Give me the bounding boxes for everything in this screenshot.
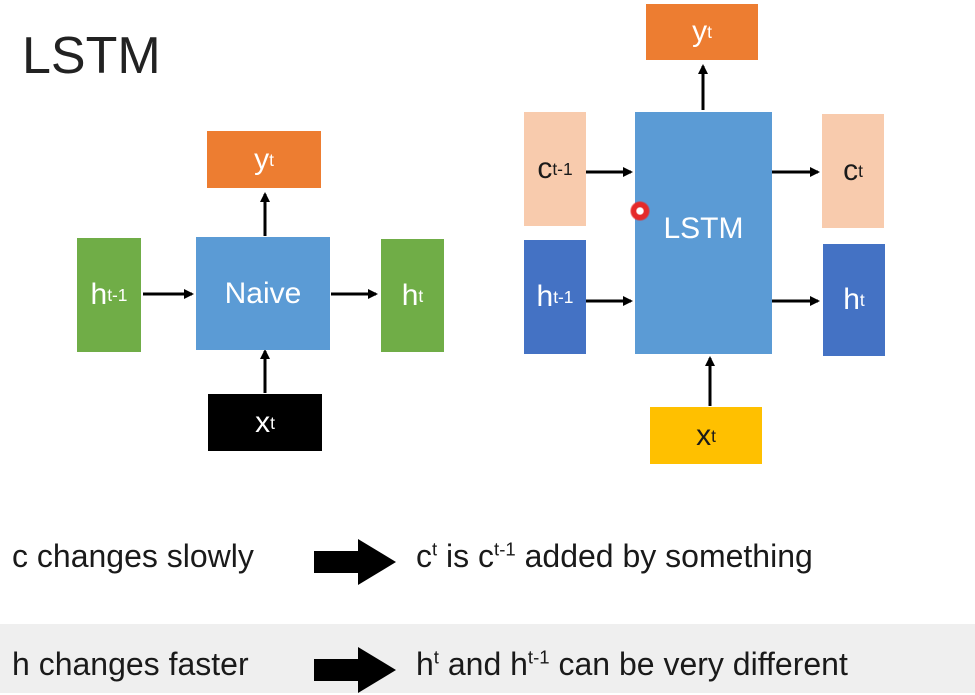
naive-hidden-in-label: h [90, 278, 108, 311]
bottom-band [0, 624, 975, 693]
lstm-cell-label: LSTM [663, 212, 744, 245]
naive-cell-label: Naive [224, 276, 302, 310]
naive-cell-box: Naive [196, 237, 330, 350]
lstm-cell-in-label: c [537, 152, 553, 185]
naive-input-label: x [255, 405, 271, 439]
right-arrow-icon [314, 647, 396, 693]
naive-hidden-out-label: h [401, 278, 419, 312]
lstm-hidden-out-label: h [843, 283, 860, 316]
lstm-cell-box: LSTM [635, 112, 772, 354]
lstm-hidden-in-label: h [536, 280, 554, 313]
statement-2-left: h changes faster [12, 646, 249, 682]
lstm-cell-out-label: c [843, 154, 859, 187]
laser-pointer-icon [630, 201, 650, 221]
lstm-output-label: y [692, 15, 708, 48]
lstm-input-label: x [696, 418, 712, 452]
right-arrow-icon [314, 539, 396, 585]
statement-1-left: c changes slowly [12, 538, 254, 574]
statement-1-right: ct is ct-1 added by something [416, 538, 813, 574]
slide-title: LSTM [22, 27, 161, 85]
naive-output-label: y [254, 142, 270, 176]
statement-2-right: ht and ht-1 can be very different [416, 646, 848, 682]
